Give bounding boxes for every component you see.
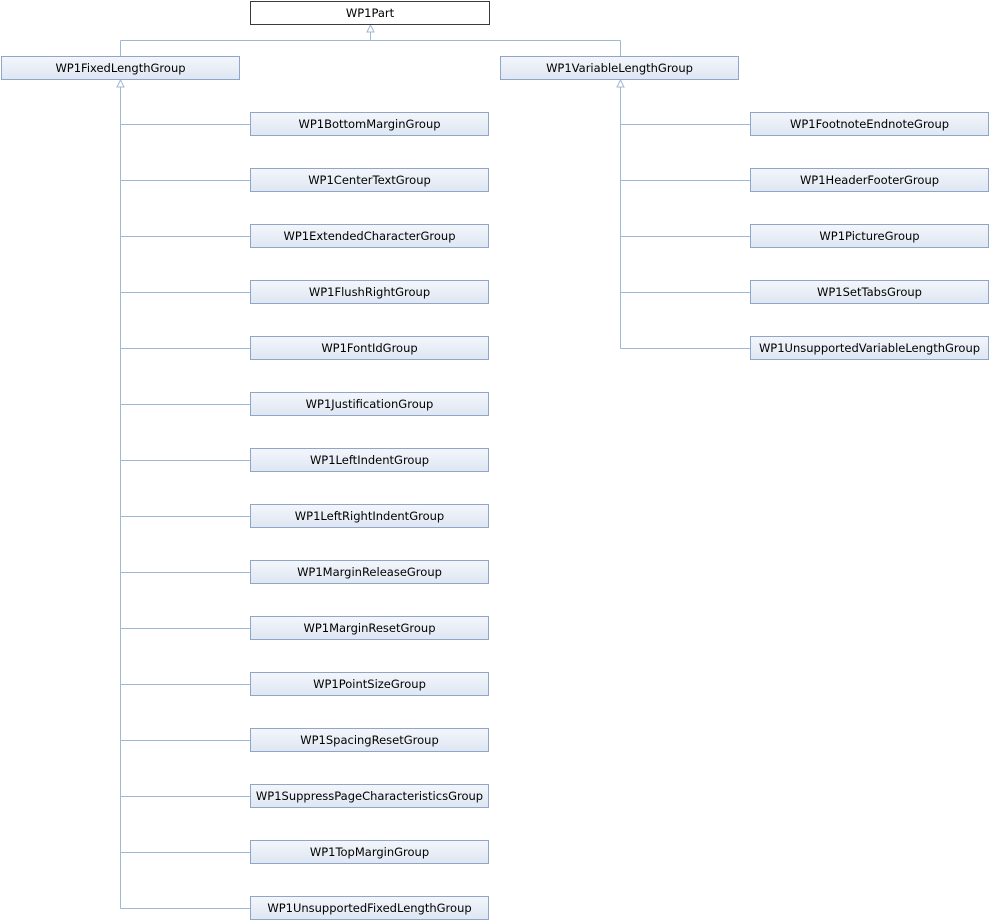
node-wp1justificationgroup[interactable]: WP1JustificationGroup (250, 392, 489, 416)
edge-root-arrowhead (366, 23, 375, 33)
node-wp1fontidgroup[interactable]: WP1FontIdGroup (250, 336, 489, 360)
node-wp1fixedlengthgroup[interactable]: WP1FixedLengthGroup (1, 56, 240, 80)
node-wp1unsupportedvariablelengthgroup[interactable]: WP1UnsupportedVariableLengthGroup (750, 336, 989, 360)
node-wp1pointsizegroup[interactable]: WP1PointSizeGroup (250, 672, 489, 696)
edge-fixed-arrowhead (116, 78, 125, 88)
node-wp1unsupportedfixedlengthgroup[interactable]: WP1UnsupportedFixedLengthGroup (250, 896, 489, 920)
node-wp1bottommargingroup[interactable]: WP1BottomMarginGroup (250, 112, 489, 136)
edge-variable-arrowhead (616, 78, 625, 88)
node-wp1leftrightindentgroup[interactable]: WP1LeftRightIndentGroup (250, 504, 489, 528)
node-wp1leftindentgroup[interactable]: WP1LeftIndentGroup (250, 448, 489, 472)
node-wp1part[interactable]: WP1Part (250, 1, 490, 25)
node-wp1centertextgroup[interactable]: WP1CenterTextGroup (250, 168, 489, 192)
node-wp1suppresspagecharacteristicsgroup[interactable]: WP1SuppressPageCharacteristicsGroup (250, 784, 489, 808)
node-wp1settabsgroup[interactable]: WP1SetTabsGroup (750, 280, 989, 304)
node-wp1flushrightgroup[interactable]: WP1FlushRightGroup (250, 280, 489, 304)
node-wp1headerfootergroup[interactable]: WP1HeaderFooterGroup (750, 168, 989, 192)
node-wp1marginreleasegroup[interactable]: WP1MarginReleaseGroup (250, 560, 489, 584)
node-wp1picturegroup[interactable]: WP1PictureGroup (750, 224, 989, 248)
node-wp1marginresetgroup[interactable]: WP1MarginResetGroup (250, 616, 489, 640)
node-wp1topmargingroup[interactable]: WP1TopMarginGroup (250, 840, 489, 864)
node-wp1extendedcharactergroup[interactable]: WP1ExtendedCharacterGroup (250, 224, 489, 248)
node-wp1variablelengthgroup[interactable]: WP1VariableLengthGroup (500, 56, 739, 80)
node-wp1spacingresetgroup[interactable]: WP1SpacingResetGroup (250, 728, 489, 752)
node-wp1footnoteendnotegroup[interactable]: WP1FootnoteEndnoteGroup (750, 112, 989, 136)
